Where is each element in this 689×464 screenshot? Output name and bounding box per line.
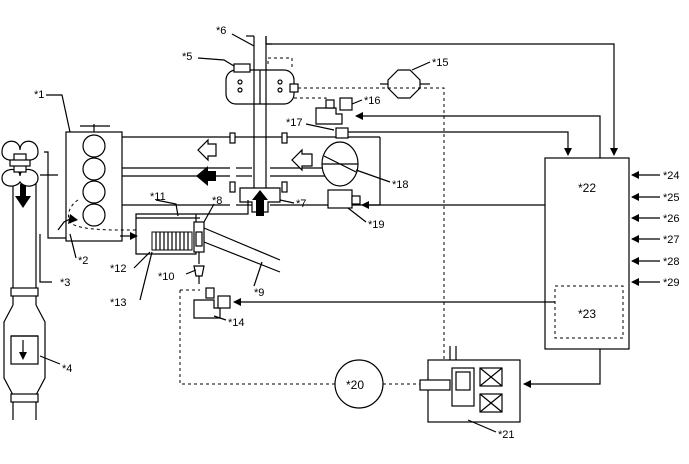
engine-block (65, 124, 123, 242)
label-28: *28 (663, 256, 680, 268)
label-29: *29 (663, 277, 680, 289)
label-24: *24 (663, 170, 680, 182)
vsv-16 (315, 97, 353, 125)
vsv-14 (193, 287, 231, 319)
egr-flow-arrow-up (252, 190, 268, 216)
label-4: *4 (62, 363, 72, 375)
label-19: *19 (368, 219, 385, 231)
label-11: *11 (150, 191, 166, 203)
vacuum-hoses (179, 57, 445, 385)
label-1: *1 (34, 89, 44, 101)
label-2: *2 (78, 255, 88, 267)
label-3: *3 (60, 277, 70, 289)
label-6: *6 (216, 25, 226, 37)
label-23: *23 (578, 307, 596, 321)
label-9: *9 (254, 287, 264, 299)
intake-flow-arrow-solid (196, 166, 216, 186)
intake-flanges (229, 132, 288, 193)
vacuum-regulator-15 (380, 69, 430, 99)
vacuum-switching-valve-small (193, 265, 205, 284)
exhaust-pipe (3, 175, 46, 420)
ecm-22 (544, 157, 630, 350)
label-7: *7 (296, 198, 306, 210)
egr-passage (57, 199, 136, 231)
catalytic-converter-internal (10, 335, 39, 365)
vertical-shaft (246, 35, 272, 192)
actuator-21 (419, 346, 521, 423)
label-15: *15 (432, 57, 449, 69)
label-17: *17 (286, 117, 303, 129)
ecm-input-arrows (631, 171, 660, 286)
label-18: *18 (392, 179, 409, 191)
label-21: *21 (498, 429, 515, 441)
egr-bypass-valve (193, 221, 281, 273)
throttle-motor (327, 189, 361, 209)
label-16: *16 (364, 95, 381, 107)
label-26: *26 (663, 213, 680, 225)
label-8: *8 (212, 195, 222, 207)
intake-flow-arrow-hollow-2 (291, 148, 313, 172)
label-25: *25 (663, 192, 680, 204)
label-12: *12 (110, 263, 127, 275)
turbo-actuator-housing (225, 63, 299, 105)
intake-flow-arrow-hollow-1 (197, 138, 217, 162)
leader-lines (39, 33, 497, 433)
label-14: *14 (228, 317, 245, 329)
exhaust-flow-arrow-lower (19, 340, 27, 360)
label-5: *5 (182, 51, 192, 63)
throttle-valve (321, 141, 359, 187)
label-22: *22 (578, 181, 596, 195)
label-20: *20 (346, 378, 364, 392)
cooler-core-hatching (155, 232, 189, 250)
egr-cooler (135, 200, 249, 255)
label-27: *27 (663, 234, 680, 246)
signal-wiring (233, 43, 618, 388)
exhaust-flow-arrow-upper (15, 184, 31, 208)
label-13: *13 (110, 297, 127, 309)
intake-air-temp-sensor (335, 127, 349, 139)
egr-cooler-inlet-arrow (120, 232, 138, 240)
exhaust-manifold-link (40, 151, 66, 239)
turbo-pulley-icon (1, 140, 39, 187)
label-10: *10 (158, 271, 175, 283)
